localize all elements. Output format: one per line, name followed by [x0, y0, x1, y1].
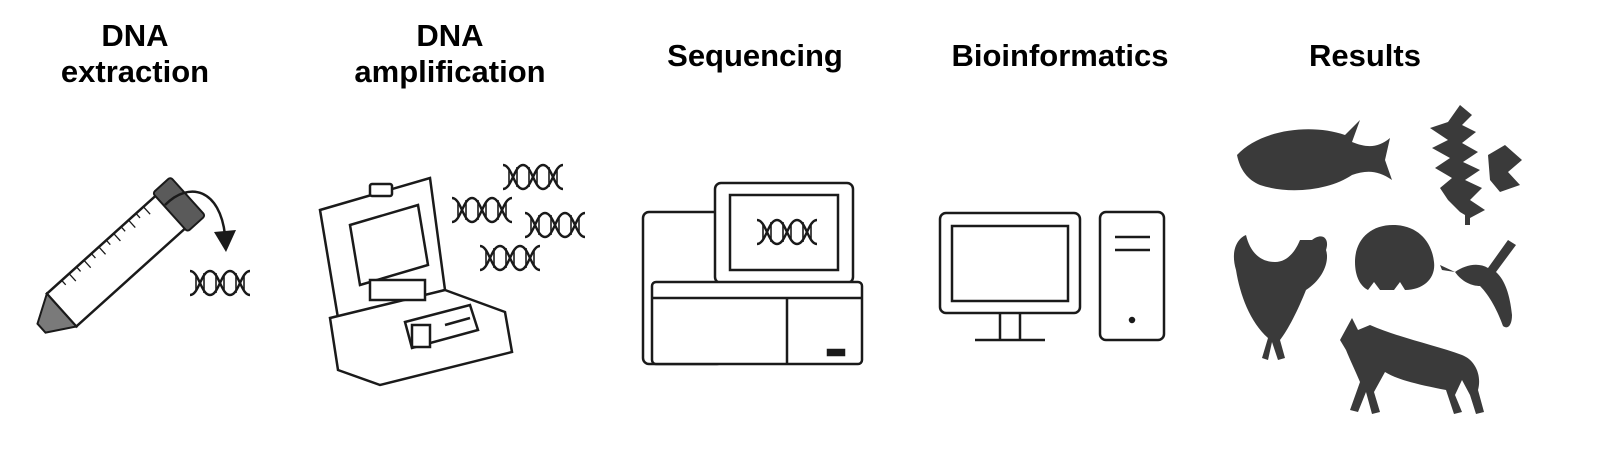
arrow-icon: [164, 190, 236, 252]
wasp-icon: [1440, 240, 1516, 328]
tube-icon: [36, 177, 206, 334]
dna-icon: [501, 163, 565, 191]
label-amplification-line1: DNA: [416, 18, 484, 53]
label-extraction-line2: extraction: [60, 54, 210, 89]
label-bioinformatics-line1: Bioinformatics: [951, 38, 1169, 73]
dna-icon: [478, 244, 542, 272]
thermocycler-icon: [318, 176, 514, 387]
plant-icon: [1430, 105, 1522, 225]
label-amplification: DNA amplification: [330, 18, 570, 90]
dna-icon: [523, 211, 587, 239]
sequencer-icon: [641, 181, 864, 366]
dna-icon: [188, 269, 252, 297]
label-sequencing: Sequencing: [640, 38, 870, 74]
label-results: Results: [1280, 38, 1450, 74]
label-extraction-line1: DNA: [101, 18, 169, 53]
label-amplification-line2: amplification: [354, 54, 546, 89]
hedgehog-icon: [1355, 225, 1435, 290]
label-bioinformatics: Bioinformatics: [925, 38, 1195, 74]
label-extraction: DNA extraction: [40, 18, 230, 90]
label-results-line1: Results: [1309, 38, 1421, 73]
computer-icon: [938, 210, 1166, 342]
jackal-icon: [1340, 318, 1484, 414]
fish-icon: [1237, 120, 1392, 191]
label-sequencing-line1: Sequencing: [667, 38, 843, 73]
dna-icon: [450, 196, 514, 224]
rooster-icon: [1233, 235, 1328, 360]
